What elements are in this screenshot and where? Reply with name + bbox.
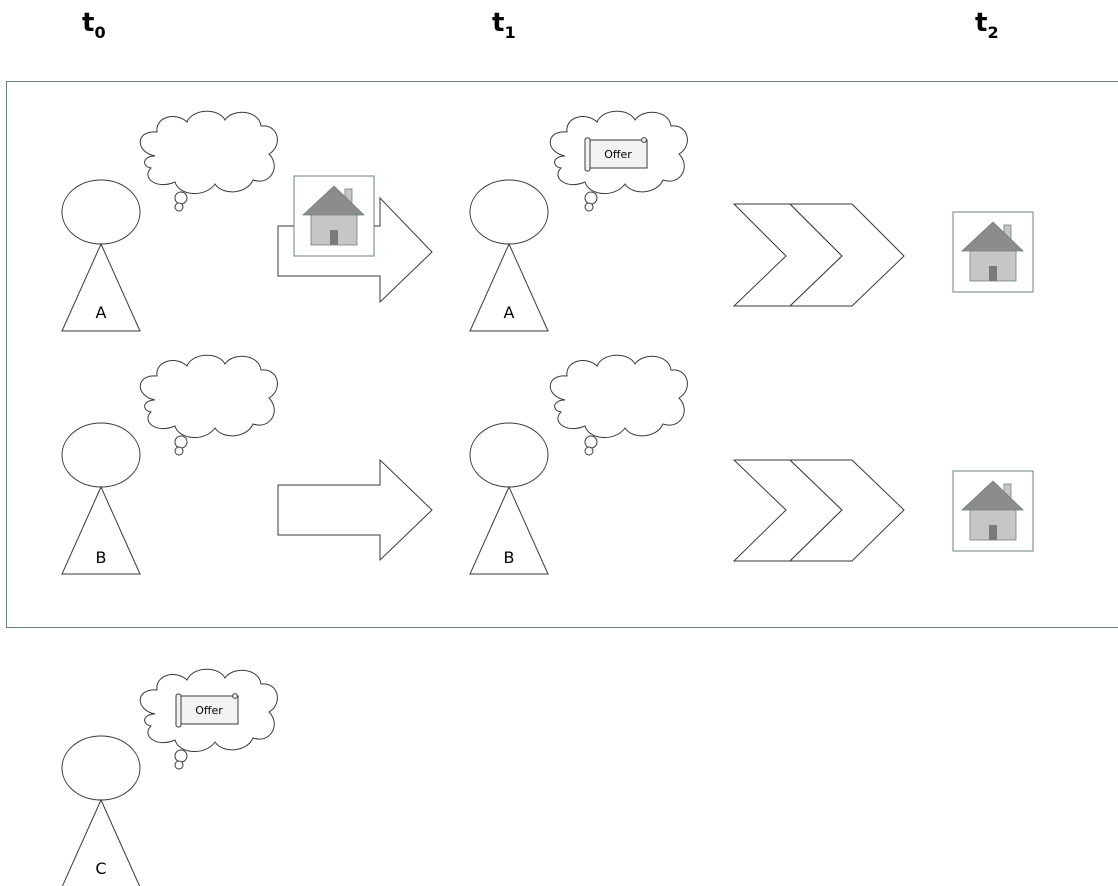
house-icon xyxy=(952,211,1034,293)
time-label-t1: t1 xyxy=(492,8,516,42)
time-label-base: t xyxy=(492,8,505,38)
thought-cloud xyxy=(139,354,278,456)
chevron-icon xyxy=(788,203,905,307)
person-label: A xyxy=(504,303,515,322)
person-label: B xyxy=(504,548,515,567)
thought-cloud xyxy=(139,110,278,212)
time-label-sub: 0 xyxy=(94,23,106,42)
time-label-base: t xyxy=(975,8,988,38)
time-label-t2: t2 xyxy=(975,8,999,42)
person-label: B xyxy=(96,548,107,567)
house-icon xyxy=(293,175,375,257)
time-label-t0: t0 xyxy=(82,8,106,42)
time-label-sub: 2 xyxy=(987,23,999,42)
house-icon xyxy=(952,470,1034,552)
transfer-arrow xyxy=(277,458,433,562)
row-b: B B xyxy=(61,354,1034,575)
scenario-frame xyxy=(6,81,1118,628)
offer-text: Offer xyxy=(604,148,632,161)
row-a: A Offer A xyxy=(61,110,1034,332)
chevron-icon xyxy=(788,459,905,562)
time-label-sub: 1 xyxy=(504,23,516,42)
offer-text: Offer xyxy=(195,704,223,717)
row-c: Offer C xyxy=(61,668,278,886)
person-label: C xyxy=(95,859,106,878)
time-label-base: t xyxy=(82,8,95,38)
thought-cloud xyxy=(549,354,688,456)
person-label: A xyxy=(96,303,107,322)
